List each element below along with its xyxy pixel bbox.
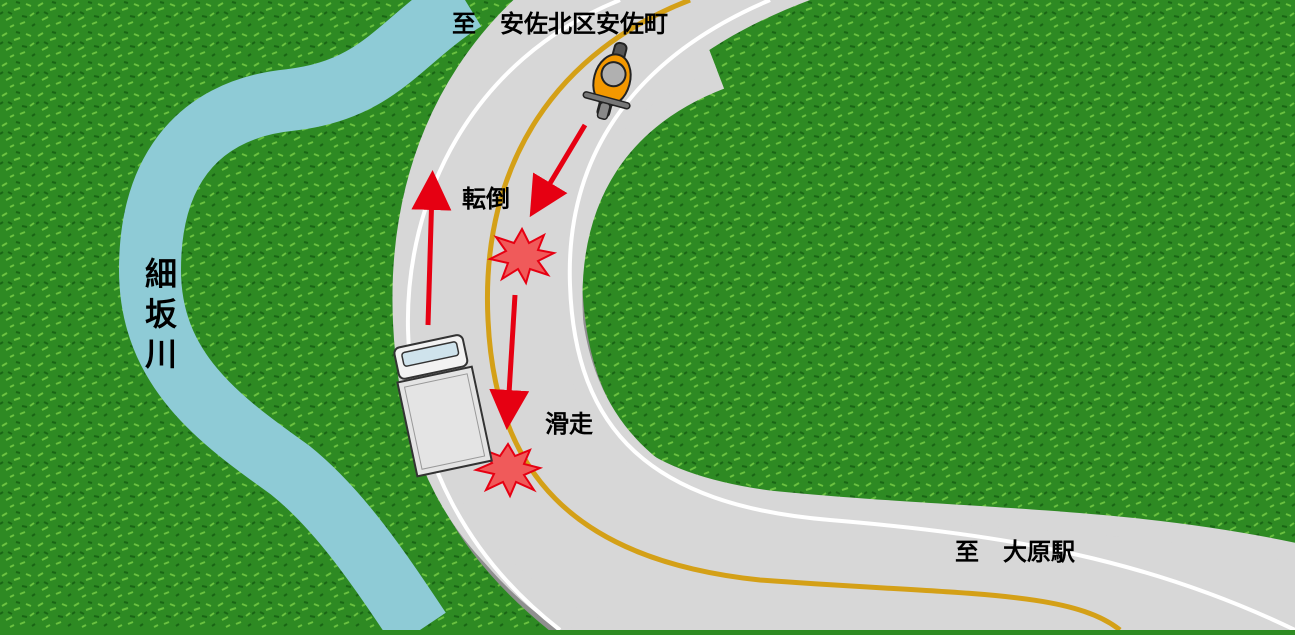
- impact-burst-icon: [487, 226, 558, 286]
- edge-line-right: [567, 0, 1295, 632]
- to-station-label: 至 大原駅: [955, 538, 1075, 566]
- river-label-2: 坂: [145, 295, 177, 333]
- to-north-label: 至 安佐北区安佐町: [452, 10, 668, 38]
- river: [118, 0, 482, 635]
- river-label-3: 川: [145, 335, 177, 373]
- fall-label: 転倒: [462, 185, 510, 213]
- arrow-icon: [529, 123, 588, 218]
- slide-label: 滑走: [545, 410, 593, 438]
- arrow-icon: [411, 170, 452, 326]
- motorcycle-icon: [582, 41, 632, 121]
- center-line: [484, 0, 1122, 632]
- edge-line-left: [405, 0, 621, 632]
- river-label-1: 細: [145, 255, 177, 293]
- truck-icon: [393, 334, 493, 478]
- arrow-icon: [489, 294, 530, 430]
